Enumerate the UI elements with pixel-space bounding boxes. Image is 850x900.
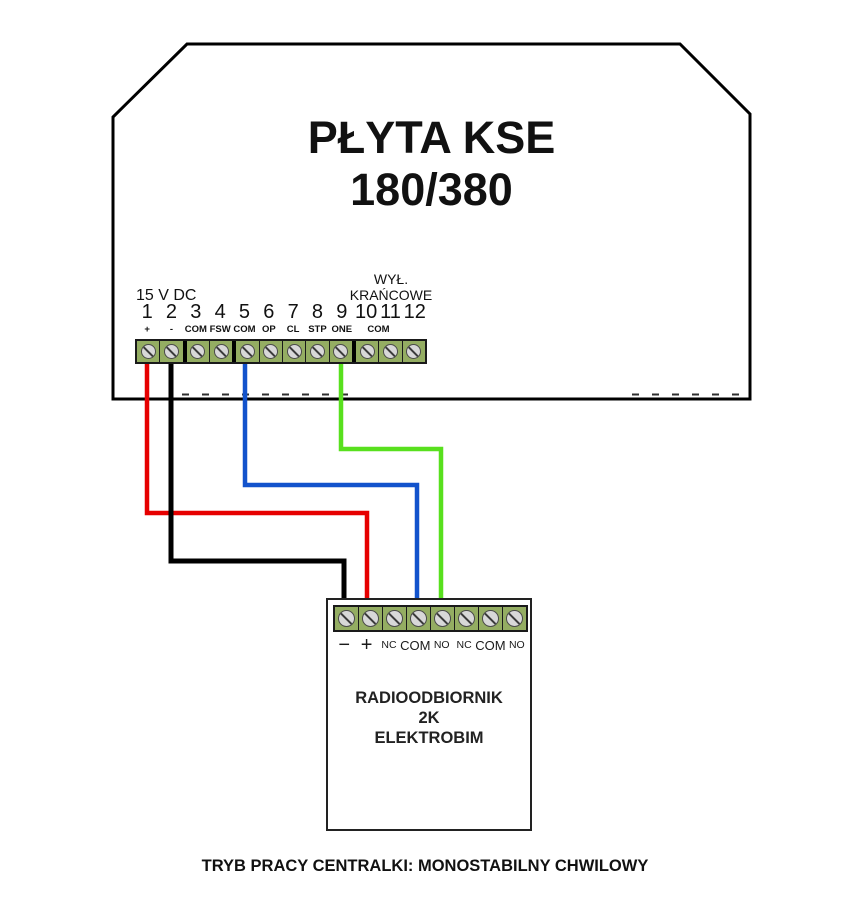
board-terminal: [159, 341, 182, 362]
board-terminal: [328, 341, 352, 362]
wire-black-power-minus: [168, 357, 347, 609]
screw-icon: [338, 610, 355, 627]
board-terminal: [281, 341, 305, 362]
terminal-number: 1: [141, 301, 153, 323]
receiver-name-line2: 2K: [418, 709, 440, 727]
terminal-number: 4: [214, 301, 226, 323]
terminal-number: 10: [354, 301, 378, 323]
receiver-name-line3: ELEKTROBIM: [374, 729, 484, 747]
receiver-terminal-labels: − + NC COM NO NC COM NO: [333, 633, 528, 656]
terminal-number: 3: [190, 301, 202, 323]
screw-icon: [382, 344, 398, 359]
board-outline: [111, 42, 752, 401]
receiver-terminal-label: NO: [508, 639, 525, 651]
terminal-number: 12: [403, 301, 426, 323]
board-terminal: [305, 341, 328, 362]
screw-icon: [506, 610, 523, 627]
terminal-number: 8: [311, 301, 324, 323]
receiver-terminal-label: NO: [433, 639, 450, 651]
wire-green-one: [338, 357, 444, 609]
screw-icon: [386, 610, 403, 627]
terminal-function: +: [144, 324, 150, 335]
board-terminal: [258, 341, 282, 362]
board-terminal: [401, 341, 425, 362]
screw-icon: [213, 344, 229, 359]
terminal-function: FSW: [209, 324, 231, 335]
terminal-number: 6: [263, 301, 275, 323]
receiver-terminal: [430, 607, 454, 630]
receiver-terminal-label: +: [360, 633, 373, 656]
screw-icon: [434, 610, 451, 627]
terminal-function: COM: [184, 324, 207, 335]
board-terminal: [182, 341, 209, 362]
board-terminal: [351, 341, 378, 362]
terminal-function: -: [169, 324, 174, 335]
board-terminal: [232, 341, 258, 362]
receiver-terminal-strip: [333, 605, 528, 632]
terminal-number: 5: [238, 301, 251, 323]
screw-icon: [482, 610, 499, 627]
screw-icon: [458, 610, 475, 627]
screw-icon: [263, 344, 279, 359]
terminal-number: 9: [336, 301, 348, 323]
board-terminal: [208, 341, 232, 362]
wire-blue-com: [242, 357, 420, 609]
board-terminal-numbers: 1 2 3 4 5 6 7 8 9 10 11 12: [135, 302, 427, 322]
receiver-terminal-label: COM: [475, 637, 506, 653]
screw-icon: [239, 344, 255, 359]
limit-switch-label-line1: WYŁ.: [373, 271, 409, 287]
receiver-terminal: [478, 607, 502, 630]
terminal-function: OP: [261, 324, 276, 335]
screw-icon: [406, 344, 422, 359]
receiver-name: RADIOODBIORNIK 2K ELEKTROBIM: [328, 688, 530, 748]
receiver-terminal-label: −: [338, 633, 351, 656]
radio-receiver-box: − + NC COM NO NC COM NO RADIOODBIORNIK 2…: [326, 598, 532, 831]
terminal-function: COM: [233, 324, 256, 335]
board-terminal-strip: [135, 339, 427, 364]
receiver-terminal-label: NC: [456, 639, 472, 651]
terminal-number: 7: [287, 301, 299, 323]
screw-icon: [410, 610, 427, 627]
screw-icon: [333, 344, 349, 359]
screw-icon: [362, 610, 379, 627]
screw-icon: [140, 344, 156, 359]
limit-switch-label: WYŁ. KRAŃCOWE: [325, 271, 457, 303]
mode-caption: TRYB PRACY CENTRALKI: MONOSTABILNY CHWIL…: [201, 857, 649, 875]
receiver-terminal-label: COM: [400, 637, 431, 653]
terminal-function: STP: [308, 324, 327, 335]
board-title-line2: 180/380: [350, 164, 513, 215]
board-title: PŁYTA KSE 180/380: [113, 112, 750, 216]
screw-icon: [163, 344, 179, 359]
screw-icon: [359, 344, 375, 359]
receiver-terminal: [502, 607, 526, 630]
limit-com-label: COM: [367, 324, 390, 335]
receiver-name-line1: RADIOODBIORNIK: [355, 689, 503, 707]
terminal-function: ONE: [331, 324, 353, 335]
board-terminal-functions: + - COM FSW COM OP CL STP ONE: [135, 324, 427, 335]
screw-icon: [309, 344, 325, 359]
receiver-terminal: [358, 607, 382, 630]
screw-icon: [190, 344, 206, 359]
receiver-terminal-label: NC: [381, 639, 397, 651]
receiver-terminal: [454, 607, 478, 630]
terminal-number: 2: [165, 301, 178, 323]
terminal-number: 11: [380, 301, 401, 323]
screw-icon: [286, 344, 302, 359]
board-terminal: [378, 341, 401, 362]
receiver-terminal: [382, 607, 406, 630]
terminal-function: CL: [286, 324, 300, 335]
limit-switch-label-line2: KRAŃCOWE: [349, 286, 433, 303]
wire-red-power-plus: [144, 357, 370, 609]
receiver-terminal: [335, 607, 358, 630]
board-title-line1: PŁYTA KSE: [307, 112, 556, 163]
receiver-terminal: [406, 607, 430, 630]
board-terminal: [137, 341, 159, 362]
power-supply-label: 15 V DC: [136, 287, 197, 304]
